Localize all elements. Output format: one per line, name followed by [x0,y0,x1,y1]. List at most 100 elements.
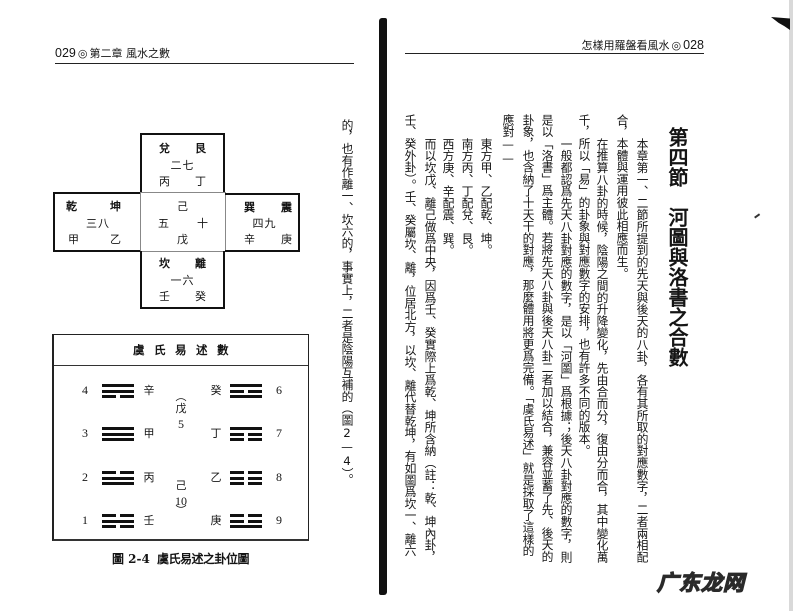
page-number: 029 [55,46,76,60]
stem-left: 辛 [244,233,255,246]
yang-line [102,438,134,441]
trigram-dui: 兌 [159,141,170,155]
body-column: 千，所以「易」的卦象與對應數字的安排，也有許多不同的版本。 [577,114,591,457]
body-column: 而以坎戊、離己做爲中央，因爲壬、癸實際上爲乾、坤所含納（註：乾、坤內卦， [423,137,437,563]
number-pair: 一六 [170,273,195,287]
yang-line [102,432,134,436]
row-stem: 癸 [210,384,222,397]
body-column: 西方庚、辛配震、巽。 [441,137,455,256]
trigram-kun-icon [230,471,262,485]
box-center: 己 五 十 戊 [140,192,226,252]
scan-corner-mark [771,17,790,30]
trigram-dui-icon [102,471,134,485]
trigram-li-icon [230,384,262,398]
row-stem: 丙 [143,471,155,484]
yin-line [230,514,262,517]
stem-right: 丁 [195,175,206,189]
number-pair: 三八 [86,216,110,230]
yin-line [230,432,262,436]
page-edge [789,0,793,611]
yin-line [102,471,134,474]
yin-line [230,438,262,441]
body-column: 應對—— [501,114,515,166]
number-ten: 十 [197,216,208,230]
yin-line [230,482,262,485]
trigram-qian: 乾 [66,200,77,214]
center-number-bottom: 10 [175,494,187,508]
yin-line [230,471,262,474]
box-left: 乾坤 三八 甲乙 [53,192,141,252]
row-stem: 乙 [210,471,222,484]
header-rule [405,53,704,54]
yang-line [102,389,134,393]
center-bottom-stem: 戊 [177,233,189,247]
trigram-kun: 坤 [110,200,121,214]
row-number: 2 [82,470,88,484]
yang-line [230,525,262,528]
box-bottom: 坎 離 一六 壬 癸 [140,251,225,309]
trigram-xun: 巽 [244,201,255,214]
center-stem-bottom: 己 [175,479,187,492]
figure-caption-title: 虞氏易述之卦位圖 [157,552,250,566]
body-column: 壬、癸外卦）。壬、癸屬坎、離，位居北方，以坎、離代替乾坤，有如圖爲坎一、離六 [403,114,417,557]
circle-separator-icon: ◎ [77,47,88,60]
stem-left: 丙 [159,175,170,189]
yin-line [230,476,262,480]
trigram-zhen: 震 [281,201,292,214]
yang-line [102,427,134,430]
trigram-xun-icon [102,384,134,398]
center-top-stem: 己 [177,199,189,213]
page-number: 028 [683,38,704,52]
yang-line [102,476,134,480]
row-stem: 丁 [210,427,222,440]
body-column: 在推算八卦的時候，陰陽之間的升降變化，先由合而分，復由分而合，其中變化萬 [595,137,609,563]
close-paren: ︶ [175,504,187,517]
trigram-zhen-icon [230,514,262,528]
number-five: 五 [158,216,169,230]
table-title: 虞氏易述數 [54,335,308,366]
header-rule [55,63,354,64]
center-stem-top: 戊 [175,402,187,415]
right-page-header: 怎樣用羅盤看風水◎028 [582,38,704,53]
trigram-qian-icon [102,427,134,441]
row-stem: 甲 [143,427,155,440]
left-page-text-column: 的，也有作離一、坎六的，事實上，二者是陰陽互補的（圖2—4）。 [340,119,354,486]
yang-line [230,384,262,387]
number-pair: 二七 [170,158,195,172]
body-column: 是以「洛書」爲主體。若將先天八卦與後天八卦二者加以結合，兼容並蓄了先、後天的 [540,114,554,563]
box-top: 兌 艮 二七 丙 丁 [140,133,225,193]
row-number: 6 [276,383,282,397]
scan-speck [754,213,760,219]
stem-right: 癸 [195,289,206,303]
trigram-kan: 坎 [159,257,170,271]
yang-line [102,482,134,485]
yin-line [230,519,262,523]
yang-line [102,384,134,387]
yang-line [230,395,262,398]
stem-left: 甲 [68,232,79,246]
trigram-li: 離 [195,257,206,271]
yu-shi-trigram-table: 虞氏易述數 4 辛 3 甲 2 丙 1 壬 ︵ 戊 5 己 10 ︶ 癸 6 丁… [52,334,309,541]
left-page-header: 029◎第二章 風水之數 [55,46,170,61]
yang-line [102,519,134,523]
book-title: 怎樣用羅盤看風水 [581,39,670,52]
chapter-title: 第二章 風水之數 [89,47,170,60]
trigram-gen: 艮 [195,141,206,155]
box-right: 巽震 四九 辛庚 [225,193,300,252]
row-number: 4 [82,383,88,397]
center-number-top: 5 [178,417,184,431]
figure-caption-label: 圖 2-4 [112,552,150,566]
stem-left: 壬 [159,289,170,303]
yin-line [102,514,134,517]
circle-separator-icon: ◎ [671,39,682,52]
yin-line [230,389,262,393]
yang-line [230,427,262,430]
open-paren: ︵ [175,390,187,403]
row-number: 9 [276,513,282,527]
yin-line [102,395,134,398]
body-column: 南方丙、丁配兌、艮。 [460,137,474,256]
row-stem: 壬 [143,514,155,527]
row-number: 8 [276,470,282,484]
row-number: 1 [82,513,88,527]
number-pair: 四九 [252,217,277,230]
